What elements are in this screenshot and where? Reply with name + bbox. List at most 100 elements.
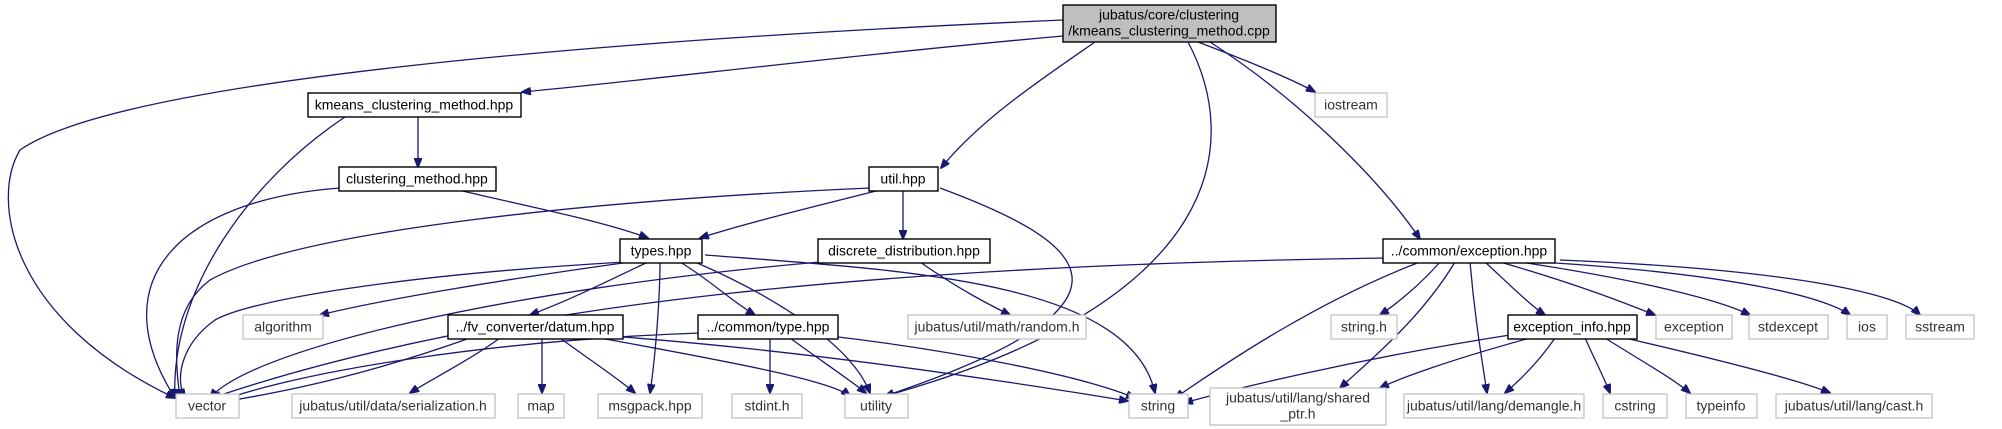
edge-exception-sstream — [1559, 259, 1920, 315]
node-map-label: map — [527, 398, 554, 414]
edge-info-sharedptr — [1380, 337, 1531, 388]
edge-types-string — [704, 254, 1155, 393]
node-utility-label: utility — [860, 398, 892, 414]
edge-types-vector — [180, 261, 626, 398]
node-exception-info-hpp[interactable]: exception_info.hpp — [1507, 314, 1638, 340]
edge-info-cast — [1624, 337, 1830, 393]
edge-datum-vector — [215, 337, 471, 403]
node-cstring[interactable]: cstring — [1602, 393, 1668, 419]
edge-info-typeinfo — [1604, 337, 1690, 393]
node-string-h-label: string.h — [1341, 319, 1387, 335]
edge-types-datum — [530, 261, 649, 315]
edge-exception-demangle — [1469, 261, 1487, 393]
edge-kmeans-vector — [175, 116, 346, 398]
edge-discrete-vector — [210, 261, 821, 398]
node-util-hpp[interactable]: util.hpp — [868, 166, 939, 192]
edge-root-kmeans — [522, 35, 1064, 92]
node-stdexcept[interactable]: stdexcept — [1748, 314, 1829, 340]
node-algorithm-label: algorithm — [254, 319, 312, 335]
edge-type-string — [829, 335, 1135, 398]
node-exception-hpp[interactable]: ../common/exception.hpp — [1382, 238, 1556, 264]
edge-root-utility — [885, 41, 1212, 396]
node-root[interactable]: jubatus/core/clustering /kmeans_clusteri… — [1062, 4, 1277, 43]
node-datum-hpp[interactable]: ../fv_converter/datum.hpp — [447, 314, 624, 340]
node-algorithm[interactable]: algorithm — [242, 314, 324, 340]
node-string-h[interactable]: string.h — [1330, 314, 1398, 340]
node-discrete-label: discrete_distribution.hpp — [828, 243, 980, 259]
node-random-h[interactable]: jubatus/util/math/random.h — [907, 314, 1087, 340]
node-shared-ptr-line2: _ptr.h — [1279, 406, 1315, 422]
edge-discrete-random — [919, 261, 1010, 315]
edge-info-string — [1184, 334, 1511, 403]
edge-exception-stdexcept — [1519, 261, 1750, 315]
node-exception-std-label: exception — [1664, 319, 1724, 335]
node-stdexcept-label: stdexcept — [1758, 319, 1818, 335]
node-stdint-label: stdint.h — [744, 398, 789, 414]
node-map[interactable]: map — [517, 393, 565, 419]
node-utility[interactable]: utility — [844, 393, 909, 419]
node-discrete-distribution-hpp[interactable]: discrete_distribution.hpp — [817, 238, 991, 264]
node-vector[interactable]: vector — [175, 393, 240, 419]
edge-util-types — [700, 189, 881, 238]
edge-util-vector — [177, 187, 871, 398]
node-sstream[interactable]: sstream — [1905, 314, 1975, 340]
node-kmeans-label: kmeans_clustering_method.hpp — [315, 97, 514, 113]
node-cast-h[interactable]: jubatus/util/lang/cast.h — [1775, 393, 1933, 419]
node-clustering-method-hpp[interactable]: clustering_method.hpp — [338, 166, 497, 192]
edges — [7, 19, 1920, 403]
node-types-hpp[interactable]: types.hpp — [619, 238, 703, 264]
node-iostream[interactable]: iostream — [1314, 92, 1388, 118]
edge-datum-utility — [599, 337, 850, 396]
node-demangle-h[interactable]: jubatus/util/lang/demangle.h — [1403, 393, 1585, 419]
node-util-label: util.hpp — [880, 171, 925, 187]
edge-clustering-types — [449, 187, 648, 238]
node-stdint-h[interactable]: stdint.h — [731, 393, 803, 419]
node-types-label: types.hpp — [631, 243, 692, 259]
edge-util-utility — [885, 187, 1073, 396]
edge-exception-exception — [1499, 261, 1655, 315]
node-root-line1: jubatus/core/clustering — [1098, 7, 1239, 23]
nodes: jubatus/core/clustering /kmeans_clusteri… — [175, 4, 1975, 426]
node-ios[interactable]: ios — [1846, 314, 1888, 340]
edge-exception-vector — [212, 257, 1386, 398]
node-random-label: jubatus/util/math/random.h — [914, 319, 1080, 335]
node-msgpack-label: msgpack.hpp — [608, 398, 691, 414]
node-root-line2: /kmeans_clustering_method.cpp — [1068, 23, 1270, 39]
edge-datum-string — [609, 335, 1128, 401]
node-exception-info-label: exception_info.hpp — [1513, 319, 1631, 335]
edge-exception-ios — [1539, 261, 1850, 315]
node-typeinfo-label: typeinfo — [1696, 398, 1745, 414]
node-vector-label: vector — [188, 398, 226, 414]
edge-exception-stringh — [1380, 261, 1441, 315]
edge-exception-string — [1175, 261, 1421, 398]
edge-types-algorithm — [320, 261, 631, 315]
edge-clustering-vector — [146, 187, 341, 398]
edge-types-type — [679, 261, 755, 315]
node-string[interactable]: string — [1128, 393, 1189, 419]
node-datum-label: ../fv_converter/datum.hpp — [456, 319, 615, 335]
node-serialization-label: jubatus/util/data/serialization.h — [298, 398, 487, 414]
edge-root-vector — [7, 19, 1064, 398]
node-msgpack-hpp[interactable]: msgpack.hpp — [597, 393, 703, 419]
edge-info-demangle — [1505, 337, 1556, 393]
edge-root-exception — [1209, 41, 1420, 239]
node-type-hpp[interactable]: ../common/type.hpp — [697, 314, 839, 340]
node-shared-ptr-h[interactable]: jubatus/util/lang/shared _ptr.h — [1209, 387, 1387, 426]
node-string-label: string — [1141, 398, 1175, 414]
node-type-label: ../common/type.hpp — [707, 319, 830, 335]
edge-types-msgpack — [650, 261, 661, 393]
node-cast-label: jubatus/util/lang/cast.h — [1784, 398, 1924, 414]
edge-root-util — [941, 41, 1096, 168]
edge-info-cstring — [1584, 337, 1610, 393]
edge-datum-msgpack — [559, 337, 635, 393]
node-typeinfo[interactable]: typeinfo — [1685, 393, 1758, 419]
node-exception[interactable]: exception — [1655, 314, 1733, 340]
node-kmeans-hpp[interactable]: kmeans_clustering_method.hpp — [307, 92, 522, 118]
node-serialization-h[interactable]: jubatus/util/data/serialization.h — [291, 393, 496, 419]
node-iostream-label: iostream — [1324, 97, 1378, 113]
node-cstring-label: cstring — [1614, 398, 1655, 414]
node-sstream-label: sstream — [1915, 319, 1965, 335]
node-ios-label: ios — [1858, 319, 1876, 335]
edge-type-utility — [789, 337, 866, 393]
